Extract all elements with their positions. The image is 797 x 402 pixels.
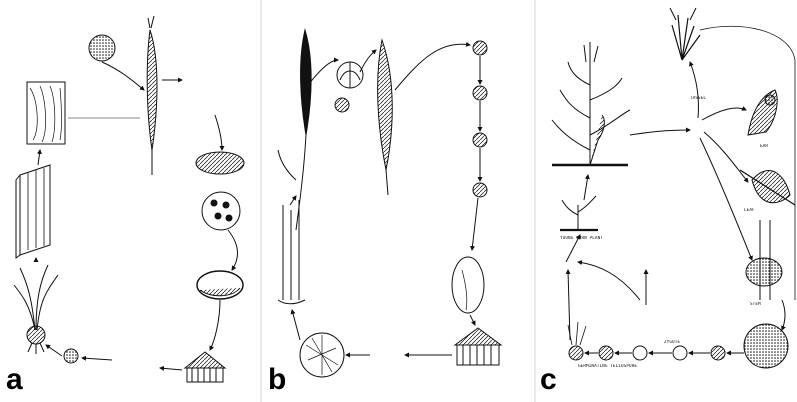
stem-gall-icon bbox=[746, 220, 782, 300]
spore-mass-icon bbox=[744, 324, 788, 368]
label-young-corn-plant: YOUNG CORN PLANT bbox=[560, 236, 620, 241]
wheat-head-icon bbox=[147, 16, 157, 175]
teliospore-icon bbox=[473, 41, 487, 55]
young-corn-plant-icon bbox=[560, 196, 598, 230]
kernel-icon bbox=[196, 152, 244, 174]
panel-letter-b: b bbox=[268, 365, 286, 395]
infection-icon bbox=[335, 98, 349, 112]
label-ear: EAR bbox=[760, 144, 780, 149]
label-leaf: LEAF bbox=[744, 208, 764, 213]
panel-a-graphics bbox=[14, 16, 244, 382]
germinating-spore-icon bbox=[64, 349, 78, 363]
spores-cluster-icon bbox=[202, 192, 240, 230]
ear-gall-icon bbox=[748, 90, 777, 135]
panel-letter-c: c bbox=[540, 365, 557, 395]
panel-c-graphics bbox=[552, 8, 795, 368]
kernel-section-icon bbox=[27, 82, 65, 144]
smutted-head-icon bbox=[278, 30, 311, 230]
label-stem: STEM bbox=[750, 302, 770, 307]
leaf-gall-icon bbox=[740, 170, 795, 205]
teliospore-chain-1 bbox=[569, 346, 583, 360]
label-zygote: ZYGOTE bbox=[664, 340, 688, 345]
stem-section-icon bbox=[16, 165, 50, 258]
label-germinating-teliospore: GERMINATING TELIOSPORE bbox=[578, 364, 638, 369]
storage-bin-icon bbox=[185, 352, 225, 382]
corn-plant-icon bbox=[552, 42, 630, 165]
storage-bin-b-icon bbox=[455, 328, 501, 365]
label-tassel: TASSEL bbox=[690, 96, 720, 101]
healthy-head-icon bbox=[378, 40, 393, 195]
panel-b-graphics bbox=[278, 30, 501, 377]
tassel-icon bbox=[670, 8, 700, 60]
young-plant-icon bbox=[278, 200, 305, 304]
spore-ball-icon bbox=[89, 35, 115, 61]
embryo-seed-icon bbox=[452, 257, 484, 313]
panel-letter-a: a bbox=[6, 365, 23, 395]
seedling-icon bbox=[14, 265, 58, 354]
